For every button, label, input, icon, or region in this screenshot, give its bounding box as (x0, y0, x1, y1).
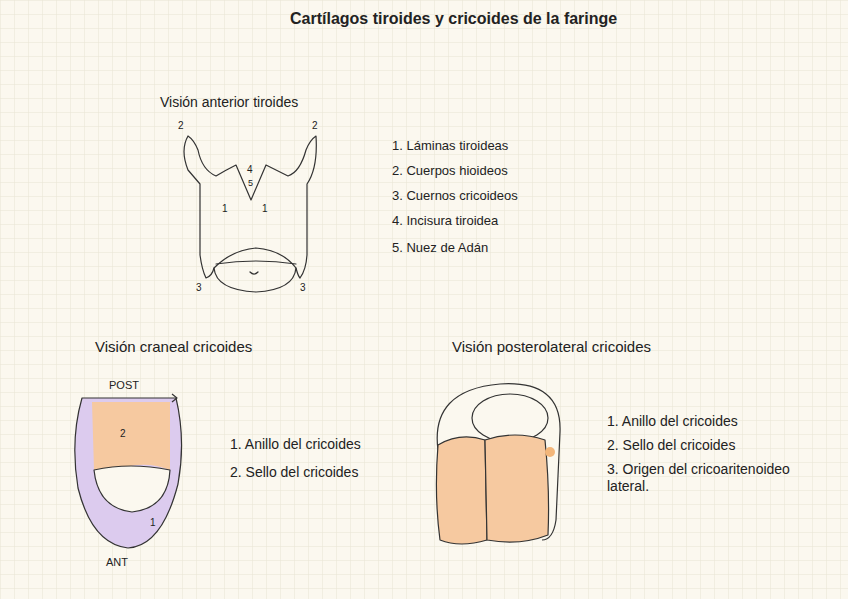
callout-number: 5 (248, 178, 253, 189)
callout-number: 2 (120, 428, 126, 440)
cricoid-line (216, 261, 296, 264)
callout-number: 1 (262, 203, 268, 215)
page-title: Cartílagos tiroides y cricoides de la fa… (290, 10, 617, 28)
key-item: 2. Sello del cricoides (230, 464, 358, 481)
cricoid-arch (214, 268, 296, 292)
thyroid-drawing (184, 136, 316, 292)
small-arc (250, 272, 258, 274)
key-item: 3. Origen del cricoaritenoideo lateral. (607, 461, 797, 495)
cricoid-ring (75, 398, 182, 548)
cricoid-posterolateral-drawing (436, 384, 560, 544)
cricoid-cranial-drawing (75, 394, 182, 548)
key-item: 1. Anillo del cricoides (230, 436, 361, 453)
key-item: 5. Nuez de Adán (392, 240, 488, 256)
seal-left (436, 437, 487, 544)
callout-number: 1 (222, 203, 228, 215)
cricoid-seal (92, 402, 170, 470)
seal-right (485, 435, 549, 542)
callout-number: 2 (178, 120, 184, 132)
key-item: 1. Láminas tiroideas (392, 138, 508, 154)
key-item: 3. Cuernos cricoideos (392, 188, 518, 204)
view-heading: Visión anterior tiroides (160, 94, 298, 111)
orientation-label: POST (109, 379, 139, 392)
callout-number: 4 (247, 164, 253, 176)
callout-number: 3 (300, 282, 306, 294)
muscle-origin-dot (545, 447, 555, 457)
cricoid-lumen (94, 466, 170, 512)
view-heading: Visión posterolateral cricoides (452, 338, 651, 356)
view-heading: Visión craneal cricoides (95, 338, 252, 356)
callout-number: 2 (312, 120, 318, 132)
key-item: 1. Anillo del cricoides (607, 413, 738, 430)
direction-arrow (172, 394, 177, 402)
orientation-label: ANT (106, 556, 128, 569)
key-item: 2. Sello del cricoides (607, 437, 735, 454)
thyroid-outline (184, 136, 316, 278)
callout-number: 1 (150, 517, 156, 529)
key-item: 2. Cuerpos hioideos (392, 163, 508, 179)
key-item: 4. Incisura tiroidea (392, 213, 498, 229)
callout-number: 3 (196, 282, 202, 294)
